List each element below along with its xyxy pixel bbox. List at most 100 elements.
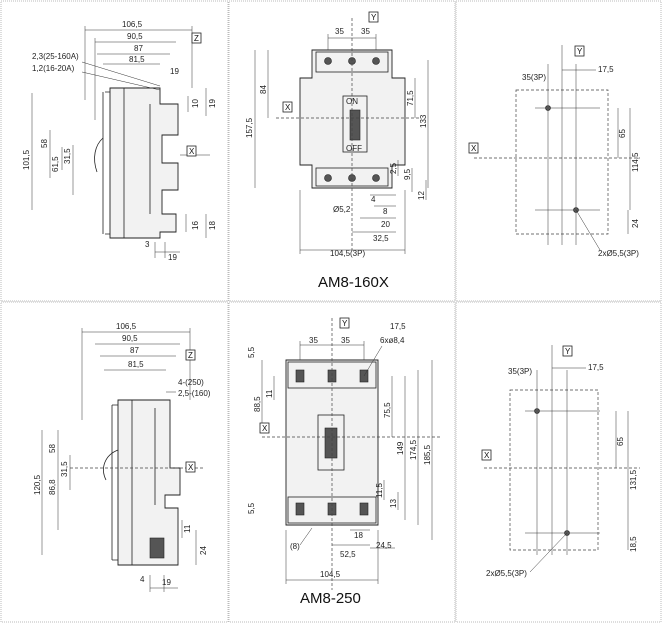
front-view-160: ON OFF Y 35 35 84 157,5 X 71,5 133 2,5 9… bbox=[245, 11, 429, 291]
dim-bc-h115: 11,5 bbox=[375, 482, 384, 498]
dim-bc-h755: 75,5 bbox=[383, 402, 392, 418]
axis-z-label-tl: Z bbox=[194, 34, 199, 43]
dim-bl-h1205: 120,5 bbox=[33, 474, 42, 495]
model-title-bottom: AM8-250 bbox=[300, 590, 361, 607]
front-right-dims-250 bbox=[391, 360, 433, 540]
dim-tl-d10: 10 bbox=[191, 99, 200, 108]
dim-tc-h12: 12 bbox=[417, 191, 426, 200]
side-handle-250 bbox=[103, 449, 119, 481]
dim-tl-h58: 58 bbox=[40, 139, 49, 148]
dim-br-h65: 65 bbox=[616, 437, 625, 446]
dim-tc-d325: 32,5 bbox=[373, 234, 389, 243]
front-total-width-250 bbox=[285, 530, 379, 584]
axis-x-box-tc bbox=[282, 101, 293, 113]
front-top-dims-250 bbox=[299, 341, 365, 360]
side-body-outline-250 bbox=[117, 399, 181, 566]
mount-vertical-lines-160 bbox=[547, 45, 577, 245]
side-bottom-vertical bbox=[185, 214, 207, 238]
axis-x-box-br bbox=[481, 449, 492, 461]
dim-tc-h715: 71,5 bbox=[406, 90, 415, 106]
dim-bc-w1045: 104,5 bbox=[320, 570, 341, 579]
axis-y-box-tr bbox=[574, 45, 585, 57]
front-lower-right-dims-250 bbox=[383, 480, 399, 510]
dim-bl-h868: 86,8 bbox=[48, 479, 57, 495]
axis-x-label-bl: X bbox=[188, 463, 194, 472]
dim-tl-d19: 19 bbox=[170, 67, 179, 76]
dim-tl-d18: 18 bbox=[208, 221, 217, 230]
side-width-dims bbox=[85, 29, 192, 65]
axis-y-label-bc: Y bbox=[342, 319, 348, 328]
dim-tc-w1045: 104,5(3P) bbox=[330, 249, 365, 258]
dim-tr-d175: 17,5 bbox=[598, 65, 614, 74]
dim-bl-d19: 19 bbox=[162, 578, 171, 587]
cell-bottom-right bbox=[455, 301, 662, 623]
axis-z-box-bl bbox=[185, 349, 196, 361]
front-bottom-dims-250 bbox=[332, 529, 395, 549]
axis-y-box-tc bbox=[368, 11, 379, 23]
cell-top-left bbox=[0, 0, 229, 302]
dim-bl-w3: 87 bbox=[130, 346, 139, 355]
dim-bl-d24: 24 bbox=[199, 546, 208, 555]
side-body-outline bbox=[109, 87, 179, 239]
mount-hole-leader-250 bbox=[529, 532, 568, 573]
dim-br-h1315: 131,5 bbox=[629, 469, 638, 490]
dim-tl-d16: 16 bbox=[191, 221, 200, 230]
dim-tc-h84: 84 bbox=[259, 85, 268, 94]
dim-tr-h24: 24 bbox=[631, 219, 640, 228]
front-handle-window bbox=[342, 95, 368, 153]
dim-bc-h11: 11 bbox=[265, 389, 274, 398]
axis-z-label-bl: Z bbox=[188, 351, 193, 360]
dim-bc-h1855: 185,5 bbox=[423, 444, 432, 465]
cell-top-right bbox=[455, 0, 662, 302]
dim-bl-w2: 90,5 bbox=[122, 334, 138, 343]
dim-bl-w1: 106,5 bbox=[116, 322, 137, 331]
handle-off-label: OFF bbox=[346, 144, 362, 153]
mount-hole-top-250 bbox=[534, 408, 540, 414]
axis-x-box-bc bbox=[259, 422, 270, 434]
front-top-screws bbox=[324, 57, 380, 65]
axis-y-label-br: Y bbox=[565, 347, 571, 356]
dim-tl-h315: 31,5 bbox=[63, 148, 72, 164]
dim-tr-d35: 35(3P) bbox=[522, 73, 546, 82]
axis-x-label-bc: X bbox=[262, 424, 268, 433]
dim-tc-d35a: 35 bbox=[335, 27, 344, 36]
side-front-edge bbox=[102, 91, 110, 235]
dim-tc-h1575: 157,5 bbox=[245, 117, 254, 138]
dim-tl-h1015: 101,5 bbox=[22, 149, 31, 170]
note-tl-leaders bbox=[81, 61, 161, 91]
axis-x-label-tr: X bbox=[471, 144, 477, 153]
axis-x-box-bl bbox=[185, 461, 196, 473]
side-handle bbox=[94, 137, 104, 173]
dim-bc-d175: 17,5 bbox=[390, 322, 406, 331]
front-view-250: Y 35 35 17,5 6xø8,4 5,5 88,5 11 X 75,5 1… bbox=[247, 317, 440, 607]
front-handle-window-250 bbox=[317, 414, 345, 471]
front-top-terminal bbox=[315, 51, 389, 73]
side-front-edge-250 bbox=[111, 404, 118, 561]
side-width-dims-250 bbox=[82, 331, 190, 371]
front-top-dims bbox=[327, 34, 377, 50]
dim-tc-d35b: 35 bbox=[361, 27, 370, 36]
mounting-view-160: Y X 35(3P) 17,5 65 114,5 24 2xØ5,5(3P) bbox=[468, 45, 640, 258]
dim-tc-hole: Ø5,2 bbox=[333, 205, 351, 214]
axis-x-label-tc: X bbox=[285, 103, 291, 112]
axis-x-box-tr bbox=[468, 142, 479, 154]
note-bl-1: 4-(250) bbox=[178, 378, 204, 387]
axis-y-box-bc bbox=[339, 317, 350, 329]
dim-bc-h1745: 174,5 bbox=[409, 439, 418, 460]
dim-tc-d20: 20 bbox=[381, 220, 390, 229]
dim-tl-d19c: 19 bbox=[168, 253, 177, 262]
dim-br-d35: 35(3P) bbox=[508, 367, 532, 376]
hole-leader-250 bbox=[363, 345, 383, 377]
front-toggle-handle-250 bbox=[324, 427, 338, 459]
dim-tl-w4: 81,5 bbox=[129, 55, 145, 64]
front-right-dims bbox=[414, 60, 429, 188]
dim-tc-d8: 8 bbox=[383, 207, 388, 216]
dim-bl-h315: 31,5 bbox=[60, 461, 69, 477]
dim-br-holes: 2xØ5,5(3P) bbox=[486, 569, 527, 578]
cell-top-center bbox=[228, 0, 456, 302]
mount-hole-rows-160 bbox=[535, 107, 600, 211]
dim-bl-w4: 81,5 bbox=[128, 360, 144, 369]
